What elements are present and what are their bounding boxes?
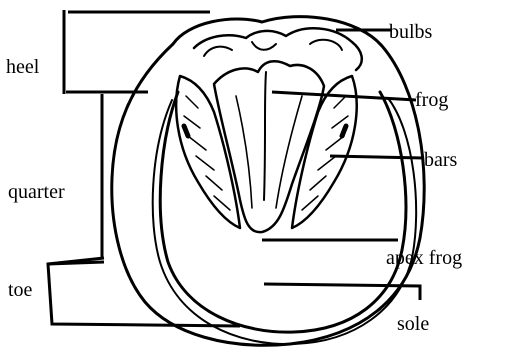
bar-left-hatch (184, 96, 230, 210)
sole-edge (153, 98, 416, 344)
bar-mark-right (342, 126, 346, 136)
label-heel: heel (6, 57, 39, 77)
central-sulcus (264, 72, 266, 200)
bulbs-outline (194, 28, 362, 70)
label-sole: sole (397, 314, 429, 334)
bars-leader (330, 156, 424, 158)
bulb-detail-right (310, 40, 342, 50)
label-frog: frog (415, 90, 448, 110)
label-bulbs: bulbs (389, 22, 432, 42)
bulb-detail-mid (252, 42, 276, 50)
bar-mark-left (184, 126, 188, 136)
toe-bracket (48, 258, 240, 326)
toe-leader (48, 262, 104, 264)
label-apex-frog: apex frog (386, 248, 462, 268)
label-bars: bars (424, 150, 457, 170)
bar-right-hatch (302, 96, 348, 210)
label-quarter: quarter (8, 182, 65, 202)
heel-bracket (64, 10, 210, 94)
bulb-detail-left (204, 47, 232, 56)
hoof-wall-outer (112, 17, 424, 346)
label-toe: toe (8, 280, 32, 300)
